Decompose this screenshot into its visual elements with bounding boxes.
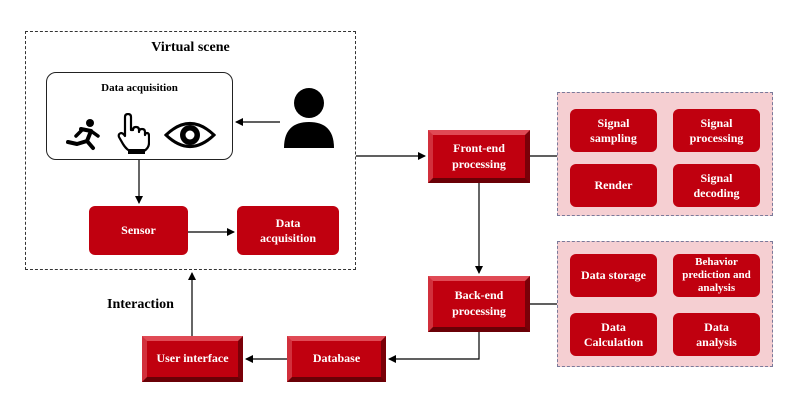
- interaction-label: Interaction: [107, 297, 174, 312]
- running-person-icon: [66, 119, 100, 150]
- user-interface-box: User interface: [142, 336, 243, 382]
- render-box: Render: [570, 164, 657, 207]
- data-acquisition-box: Data acquisition: [237, 206, 339, 255]
- sensor-box: Sensor: [89, 206, 188, 255]
- signal-decoding-box: Signal decoding: [673, 164, 760, 207]
- behavior-prediction-box: Behavior prediction and analysis: [673, 254, 760, 297]
- data-calculation-box: Data Calculation: [570, 313, 657, 356]
- signal-sampling-box: Signal sampling: [570, 109, 657, 152]
- virtual-scene-title: Virtual scene: [151, 40, 230, 55]
- hand-pointer-icon: [117, 113, 150, 154]
- front-end-processing-box: Front-end processing: [428, 130, 530, 183]
- person-icon: [284, 88, 334, 148]
- data-storage-box: Data storage: [570, 254, 657, 297]
- data-acquisition-panel-title: Data acquisition: [101, 82, 178, 94]
- database-box: Database: [287, 336, 386, 382]
- eye-icon: [164, 122, 216, 148]
- data-analysis-box: Data analysis: [673, 313, 760, 356]
- back-end-processing-box: Back-end processing: [428, 276, 530, 332]
- arrow-back-end-to-database: [388, 332, 480, 363]
- virtual-scene-container: [25, 31, 356, 270]
- signal-processing-box: Signal processing: [673, 109, 760, 152]
